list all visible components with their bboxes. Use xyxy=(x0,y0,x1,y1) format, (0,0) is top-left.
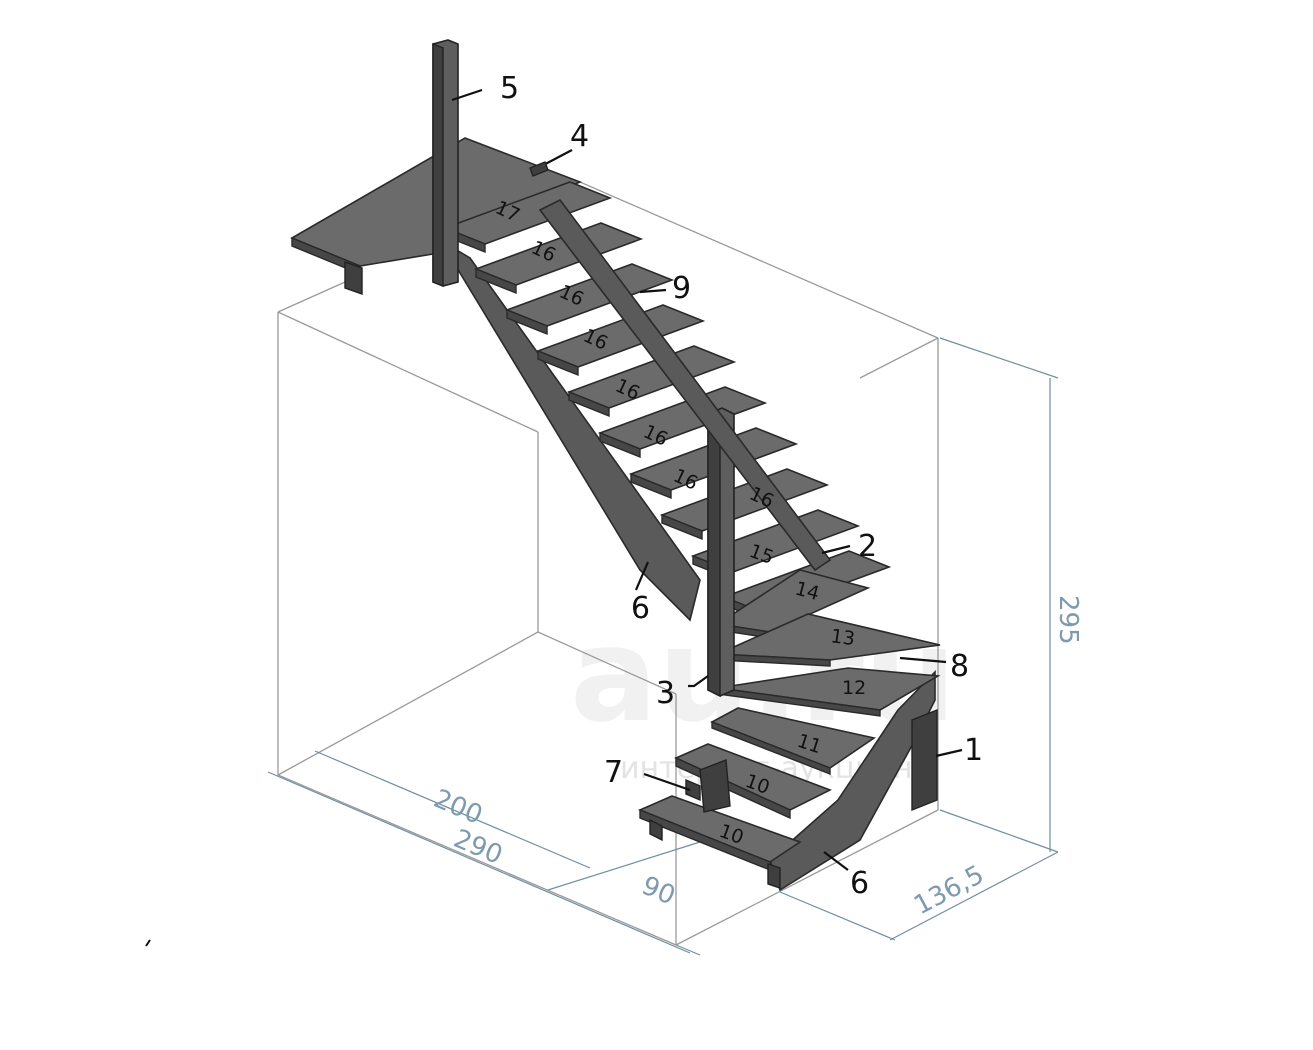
dim-width-total: 290 xyxy=(449,824,506,871)
callout-3: 3 xyxy=(656,676,675,711)
step-num-13: 13 xyxy=(829,625,856,650)
dim-width-inner: 200 xyxy=(429,784,486,831)
bounding-box xyxy=(277,181,939,946)
stray-mark xyxy=(145,939,151,947)
callout-2: 2 xyxy=(858,529,877,564)
upper-tread-front xyxy=(537,349,579,377)
callout-9-lower: 9 xyxy=(631,588,650,623)
dimension-lines xyxy=(267,337,1059,956)
step-num-12: 12 xyxy=(842,677,866,699)
callout-7: 7 xyxy=(604,755,623,790)
upper-tread-front xyxy=(506,308,548,336)
dim-width-short: 90 xyxy=(637,871,679,912)
right-inner-stringer xyxy=(538,198,832,572)
callouts: 5 4 9 2 9 3 8 1 7 6 xyxy=(451,71,983,901)
callout-5: 5 xyxy=(500,71,519,106)
callout-6: 6 xyxy=(850,866,869,901)
left-stringer xyxy=(439,239,701,622)
upper-tread-front xyxy=(568,390,610,418)
dim-height: 295 xyxy=(1053,595,1083,645)
upper-tread-front xyxy=(630,472,672,500)
callout-4: 4 xyxy=(570,119,589,154)
top-newel-post xyxy=(432,39,459,288)
winder-section xyxy=(637,569,941,892)
callout-9-upper: 9 xyxy=(672,271,691,306)
upper-tread-front xyxy=(661,513,703,541)
callout-1: 1 xyxy=(964,733,983,768)
middle-newel-post xyxy=(707,407,735,698)
callout-8: 8 xyxy=(950,649,969,684)
dim-depth: 136,5 xyxy=(909,860,989,921)
upper-tread-front xyxy=(475,267,517,295)
upper-tread-front xyxy=(599,431,641,459)
